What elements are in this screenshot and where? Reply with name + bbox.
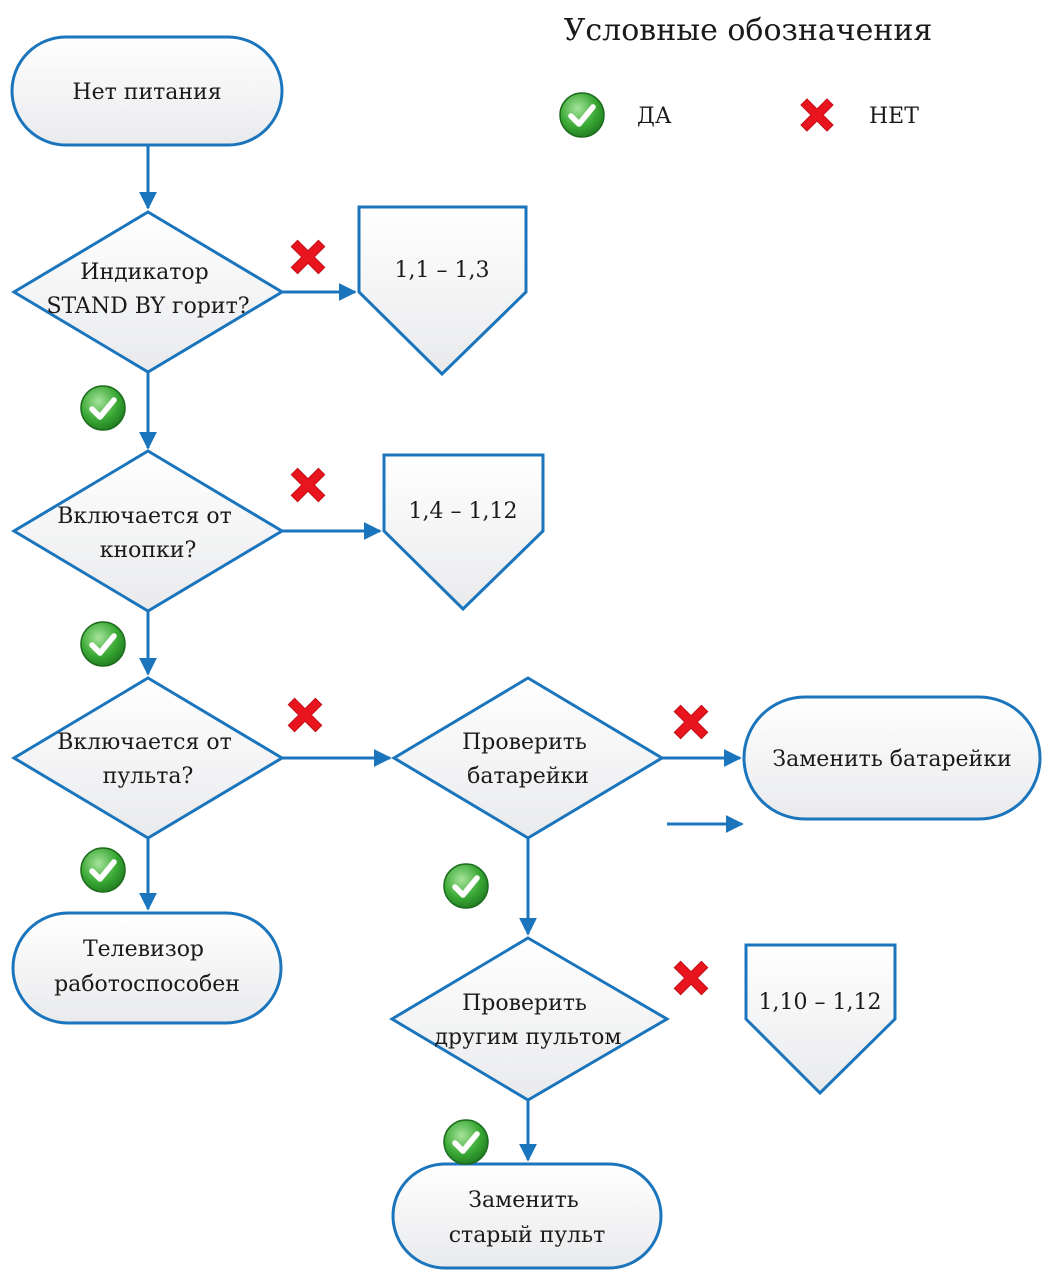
node-tv-ok: Телевизор работоспособен (11, 911, 283, 1025)
tv-ok-line-2: работоспособен (54, 972, 240, 997)
check-circle-icon (81, 622, 125, 666)
decision-batteries: Проверить батарейки (391, 676, 665, 840)
ref-2-label: 1,4 – 1,12 (409, 499, 518, 524)
standby-line-1: Индикатор (80, 260, 208, 285)
red-x-icon (290, 467, 326, 503)
red-x-icon (290, 239, 326, 275)
svg-text:Телевизор работоспособен: Телевизор работоспособен (54, 937, 240, 997)
red-x-icon (800, 98, 834, 132)
replace-batteries-label: Заменить батарейки (772, 747, 1011, 772)
svg-text:Проверить батарейки: Проверить батарейки (462, 730, 594, 789)
offpage-ref-3: 1,10 – 1,12 (744, 943, 897, 1096)
other-remote-line-1: Проверить (462, 991, 587, 1016)
decision-other-remote: Проверить другим пультом (389, 936, 670, 1102)
red-x-icon (673, 960, 709, 996)
decision-standby: Индикатор STAND BY горит? (11, 210, 285, 374)
check-circle-icon (444, 1120, 488, 1164)
decision-button: Включается от кнопки? (11, 449, 285, 613)
offpage-ref-2: 1,4 – 1,12 (382, 453, 545, 612)
node-start: Нет питания (10, 35, 284, 147)
svg-text:Заменить старый пульт: Заменить старый пульт (449, 1188, 606, 1248)
svg-text:Индикатор STAND BY горит: Индикатор STAND BY горит? (46, 260, 249, 319)
check-circle-icon (560, 93, 604, 137)
replace-remote-line-1: Заменить (468, 1188, 578, 1213)
svg-text:Включается от кнопки?: Включается от кнопки? (57, 504, 239, 563)
replace-remote-line-2: старый пульт (449, 1223, 606, 1248)
check-circle-icon (81, 386, 125, 430)
check-circle-icon (81, 848, 125, 892)
svg-text:Нет питания: Нет питания (72, 80, 221, 105)
batteries-line-2: батарейки (467, 764, 589, 789)
button-line-1: Включается от (57, 504, 232, 529)
ref-1-label: 1,1 – 1,3 (395, 258, 490, 283)
remote-line-2: пульта? (103, 764, 194, 789)
check-circle-icon (444, 864, 488, 908)
offpage-ref-1: 1,1 – 1,3 (357, 205, 528, 377)
other-remote-line-2: другим пультом (435, 1025, 622, 1050)
standby-line-2: STAND BY горит? (46, 294, 249, 319)
button-line-2: кнопки? (100, 538, 197, 563)
node-replace-remote: Заменить старый пульт (391, 1162, 663, 1270)
batteries-line-1: Проверить (462, 730, 587, 755)
legend-yes-label: ДА (637, 104, 672, 129)
legend-no-label: НЕТ (869, 104, 919, 129)
remote-line-1: Включается от (57, 730, 232, 755)
red-x-icon (673, 704, 709, 740)
node-replace-batteries: Заменить батарейки (742, 695, 1042, 821)
svg-text:Включается от пульта?: Включается от пульта? (57, 730, 239, 789)
ref-3-label: 1,10 – 1,12 (759, 990, 882, 1015)
red-x-icon (287, 697, 323, 733)
tv-ok-line-1: Телевизор (83, 937, 204, 962)
decision-remote: Включается от пульта? (11, 676, 285, 840)
legend-title: Условные обозначения (564, 13, 933, 48)
svg-text:Проверить другим пультом: Проверить другим пультом (435, 991, 622, 1050)
start-label: Нет питания (72, 80, 221, 105)
